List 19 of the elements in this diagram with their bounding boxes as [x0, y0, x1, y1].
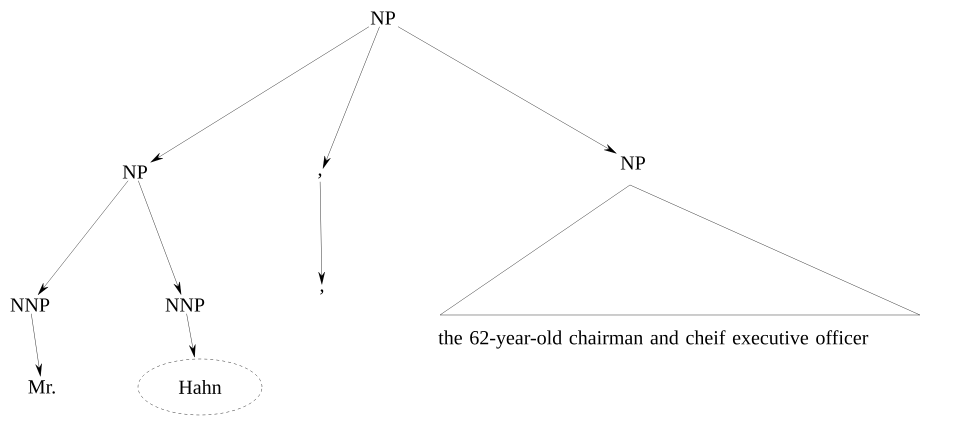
arrow: [138, 180, 182, 295]
arrow: [318, 182, 325, 285]
dashed-oval: Hahn: [138, 358, 262, 416]
tree-label: NNP: [166, 298, 204, 312]
arrow: [322, 26, 380, 169]
triangle-with-phrase: the 62-year-old chairman and cheif executive officer: [438, 184, 920, 349]
tree-label: NP: [620, 156, 645, 170]
arrow: [38, 180, 128, 296]
arrow: [398, 26, 617, 154]
tree-label: NP: [370, 11, 395, 25]
punctuation-label: ,: [318, 173, 322, 179]
punctuation-label: ,: [320, 289, 324, 295]
node-label: the 62-year-old chairman and cheif executive officer: [438, 330, 868, 349]
arrow: [150, 26, 370, 162]
arrow: [31, 314, 42, 376]
tree-label: NNP: [10, 298, 50, 312]
tree-label: NP: [122, 165, 147, 179]
word-label: Mr.: [28, 380, 55, 394]
arrow: [186, 314, 196, 358]
